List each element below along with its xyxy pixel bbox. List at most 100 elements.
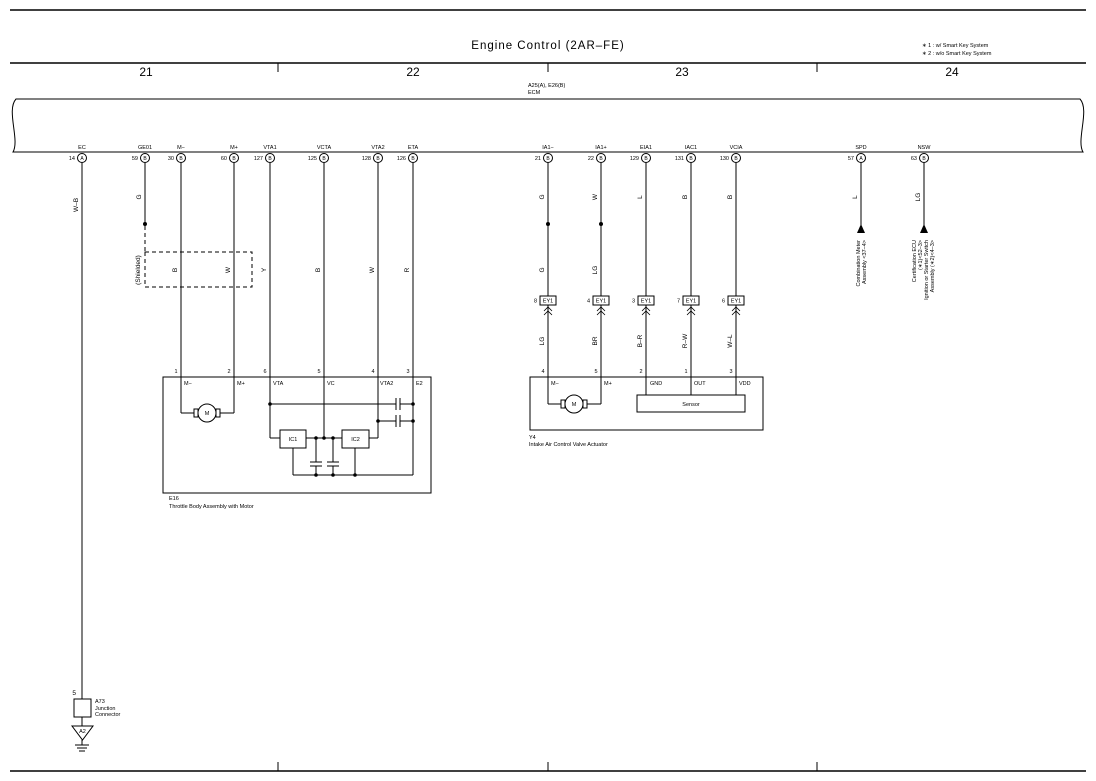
ecm-pin-name-nsw: NSW: [918, 145, 932, 151]
page-title: Engine Control (2AR–FE): [471, 40, 624, 52]
ecm-pin-name-ia1-plus: IA1+: [595, 145, 606, 151]
ecm-pin-ia1-plus: [596, 153, 606, 163]
ecm-pin-num-vcia: 130: [720, 156, 729, 162]
ecm-pin-name-m-plus: M+: [230, 145, 238, 151]
wire-color-spd: L: [852, 195, 859, 199]
ecm-pin-num-spd: 57: [848, 156, 854, 162]
throttle-pin-num: 6: [263, 369, 266, 375]
wire-color-vta1: Y: [261, 267, 268, 272]
ecm-pin-name-ge01: GE01: [138, 145, 152, 151]
ecm-pin-name-vcta: VCTA: [317, 145, 332, 151]
splice-point: [599, 222, 603, 226]
ecm-pin-vta2: [373, 153, 383, 163]
dest-spd-line1: Combination Meter: [856, 240, 862, 287]
ecm-pin-m-plus: [229, 153, 239, 163]
ecm-pin-name-ia1-minus: IA1−: [542, 145, 553, 151]
wire-color-vcta: B: [315, 268, 322, 272]
wire-color: R–W: [682, 333, 689, 348]
wire-color: L: [637, 195, 644, 199]
actuator-pin-label: OUT: [694, 381, 706, 387]
motor-brush: [193, 408, 199, 418]
throttle-body-box: [162, 376, 432, 494]
dest-spd-line2: Assembly <37–4>: [862, 240, 868, 284]
ey1-label-iac1: EY1: [686, 299, 696, 305]
ecm-pin-conn-eta: B: [411, 156, 415, 162]
ecm-pin-num-ia1-minus: 21: [535, 156, 541, 162]
junction-dot: [322, 436, 326, 440]
ey1-pin-num-ia1-plus: 4: [587, 299, 590, 305]
throttle-pin-label: E2: [416, 381, 423, 387]
wire-color: B: [727, 195, 734, 199]
throttle-pin-label: VC: [327, 381, 335, 387]
shielded-label: (Shielded): [135, 255, 142, 285]
motor-brush: [215, 408, 221, 418]
ecm-pin-spd: [856, 153, 866, 163]
arrow-spd: [857, 224, 865, 233]
ecm-pin-conn-ge01: B: [143, 156, 147, 162]
junction-dot: [268, 402, 272, 406]
ecm-pin-vcta: [319, 153, 329, 163]
column-number-22: 22: [406, 65, 420, 79]
ecm-pin-num-nsw: 63: [911, 156, 917, 162]
splice-point: [143, 222, 147, 226]
ecm-pin-num-iac1: 131: [675, 156, 684, 162]
ecm-pin-num-eia1: 129: [630, 156, 639, 162]
ecm-pin-name-eia1: EIA1: [640, 145, 652, 151]
ey1-label-ia1-plus: EY1: [596, 299, 606, 305]
wire-color-nsw: LG: [915, 193, 922, 202]
sensor-box: [636, 394, 746, 413]
ecm-pin-conn-vcia: B: [734, 156, 738, 162]
ecm-connector-ref: A25(A), E26(B): [528, 83, 565, 89]
ecm-pin-num-eta: 126: [397, 156, 406, 162]
shield-enclosure: [144, 251, 253, 288]
wire-color: B–R: [637, 334, 644, 347]
ecm-pin-num-vta1: 127: [254, 156, 263, 162]
actuator-pin-label: M+: [604, 381, 612, 387]
actuator-pin-label: M−: [551, 381, 559, 387]
ic2-label: IC2: [351, 437, 360, 443]
ecm-pin-conn-nsw: B: [922, 156, 926, 162]
throttle-pin-label: M+: [237, 381, 245, 387]
throttle-pin-num: 5: [317, 369, 320, 375]
ecm-pin-conn-ec: A: [80, 156, 84, 162]
ecm-pin-conn-vcta: B: [322, 156, 326, 162]
throttle-motor-label: M: [205, 411, 210, 417]
intake-wires: G W L B B G LG: [539, 163, 737, 296]
actuator-name: Intake Air Control Valve Actuator: [529, 442, 608, 448]
wire-color-eta: R: [404, 267, 411, 272]
actuator-motor: [564, 394, 584, 414]
junction-dot: [411, 419, 415, 423]
ecm-pin-ia1-minus: [543, 153, 553, 163]
dest-nsw-line4: Assembly (∗2)<4–3>: [930, 240, 936, 292]
ecm-pin-ge01: [140, 153, 150, 163]
ecm-pin-conn-m-minus: B: [179, 156, 183, 162]
ecm-pin-num-vta2: 128: [362, 156, 371, 162]
throttle-name: Throttle Body Assembly with Motor: [169, 504, 254, 510]
ey1-pin-num-ia1-minus: 8: [534, 299, 537, 305]
ey1-label-ia1-minus: EY1: [543, 299, 553, 305]
motor-brush: [560, 399, 566, 409]
ecm-block: [11, 98, 1085, 153]
wire-color: W: [592, 193, 599, 200]
throttle-pin-label: VTA2: [380, 381, 393, 387]
wire-color-ge01: G: [136, 194, 143, 199]
wire-color: B: [682, 195, 689, 199]
actuator-ref: Y4: [529, 435, 536, 441]
column-number-24: 24: [945, 65, 959, 79]
wire-color: LG: [592, 266, 599, 275]
actuator-pin-num: 5: [594, 369, 597, 375]
ecm-pin-num-ec: 14: [69, 156, 75, 162]
arrow-nsw: [920, 224, 928, 233]
wire-color: BR: [592, 336, 599, 345]
ecm-pin-name-vta1: VTA1: [263, 145, 276, 151]
ey1-pin-num-iac1: 7: [677, 299, 680, 305]
ecm-label: ECM: [528, 90, 541, 96]
ecm-pin-vcia: [731, 153, 741, 163]
splice-point: [546, 222, 550, 226]
note-1: ∗ 1 : w/ Smart Key System: [922, 43, 989, 49]
ey1-pin-num-vcia: 6: [722, 299, 725, 305]
ground-terminal: [71, 725, 94, 741]
ecm-pin-conn-vta2: B: [376, 156, 380, 162]
junction-label-2: Connector: [95, 712, 121, 718]
